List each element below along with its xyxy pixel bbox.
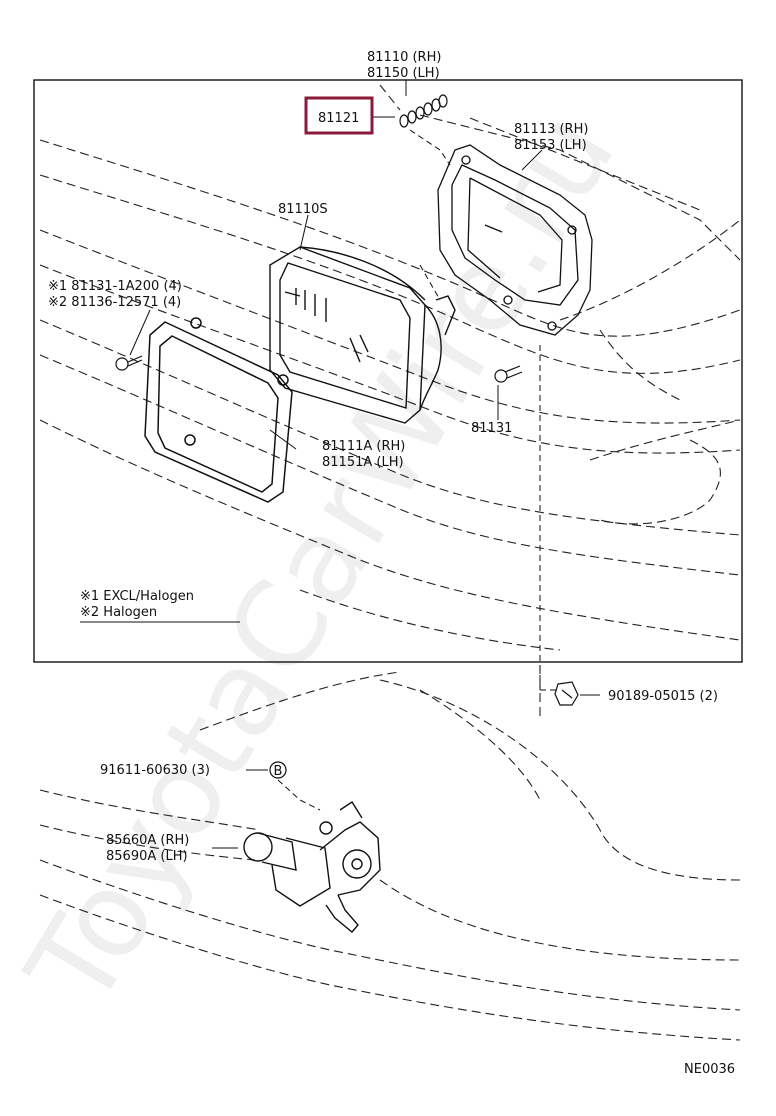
label-81111A-line1: 81111A (RH) <box>322 439 405 454</box>
label-top-part-line2: 81150 (LH) <box>367 66 440 81</box>
screw-81131-1A200 <box>115 355 143 371</box>
label-81113-line1: 81113 (RH) <box>514 122 588 137</box>
headlamp-motor-85660A <box>243 801 381 933</box>
highlight-box-81121 <box>304 96 374 135</box>
label-top-part-line1: 81110 (RH) <box>367 50 441 65</box>
bolt-marker: B <box>269 761 287 779</box>
assembly-frame <box>33 79 743 663</box>
label-81121: 81121 <box>318 111 359 126</box>
label-screw-note-line2: ※2 81136-12571 (4) <box>48 295 181 310</box>
label-81111A-line2: 81151A (LH) <box>322 455 404 470</box>
label-85660A-line2: 85690A (LH) <box>106 849 188 864</box>
legend-line1: ※1 EXCL/Halogen <box>80 589 194 604</box>
label-81131: 81131 <box>471 421 512 436</box>
retaining-ring-81111A <box>144 317 293 503</box>
label-85660A-line1: 85660A (RH) <box>106 833 189 848</box>
watermark: ToyotaCarWire.ru <box>0 89 641 1030</box>
legend-line2: ※2 Halogen <box>80 605 157 620</box>
lower-body-outline <box>39 665 741 1041</box>
label-screw-note-line1: ※1 81131-1A200 (4) <box>48 279 182 294</box>
label-90189-05015: 90189-05015 (2) <box>608 689 718 704</box>
vehicle-body-outline <box>39 84 741 651</box>
label-91611-60630: 91611-60630 (3) <box>100 763 210 778</box>
label-81113-line2: 81153 (LH) <box>514 138 587 153</box>
clip-90189-05015 <box>554 681 579 706</box>
label-81110S: 81110S <box>278 202 328 217</box>
diagram-code: NE0036 <box>684 1062 735 1077</box>
leader-lines <box>277 129 560 811</box>
screw-81131 <box>494 365 523 383</box>
bolt-marker-text: B <box>274 764 283 779</box>
solid-leaders <box>129 80 600 849</box>
spring-81121 <box>399 94 448 128</box>
headlamp-housing-81113 <box>437 144 593 336</box>
sealed-beam-81110S <box>269 246 456 424</box>
